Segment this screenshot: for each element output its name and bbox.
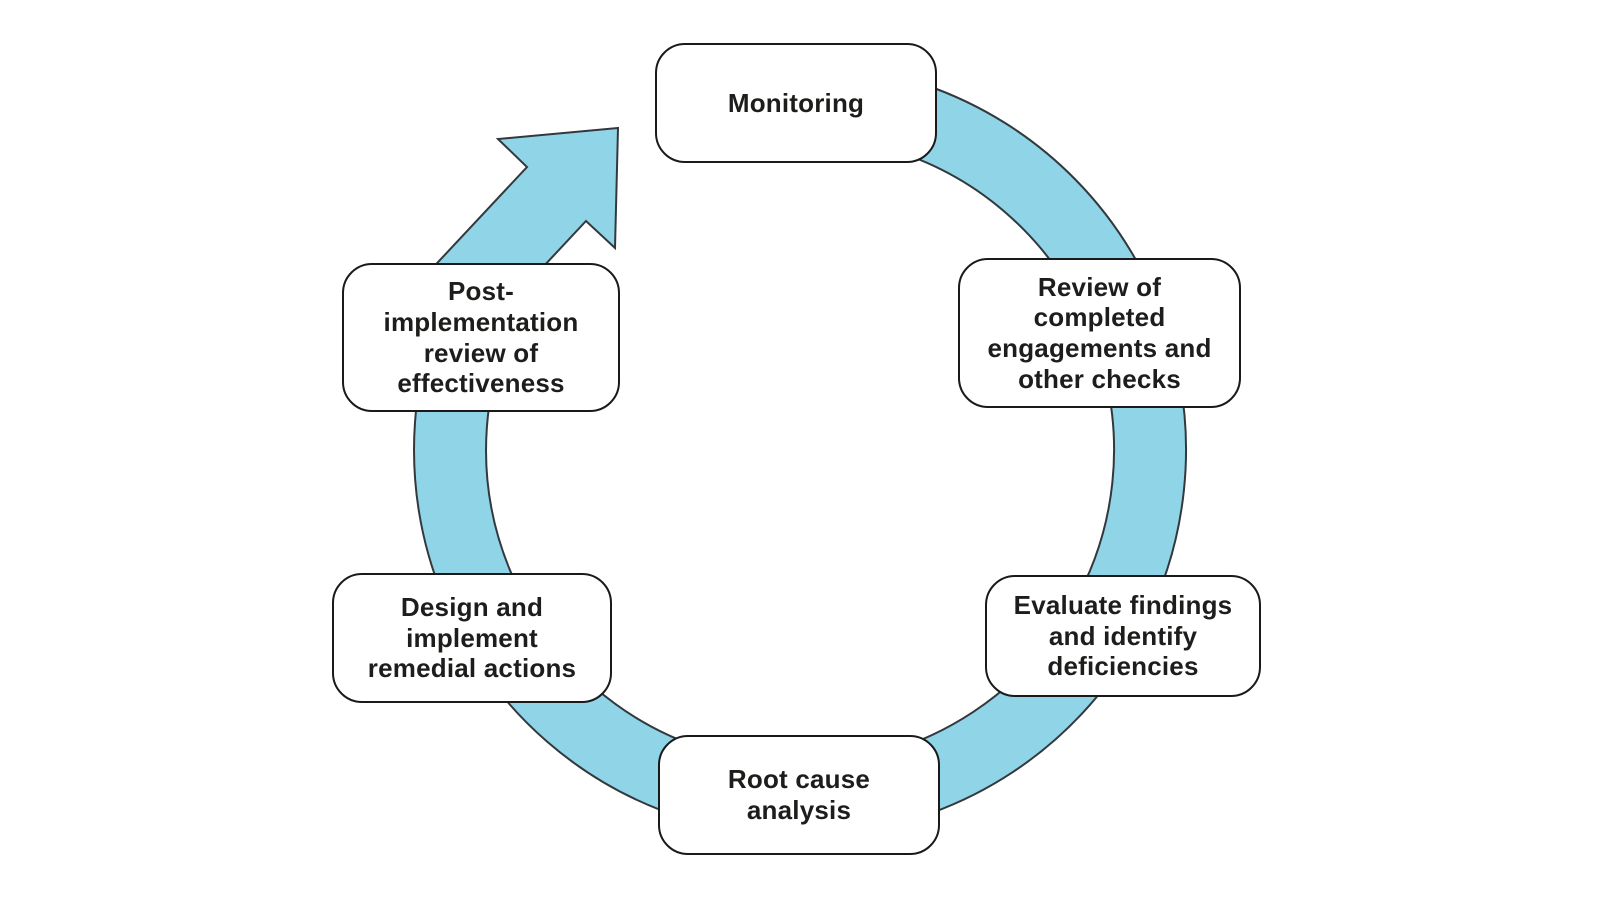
node-post-implementation-review: Post- implementation review of effective… <box>342 263 620 412</box>
node-root-cause-label: Root cause analysis <box>727 764 871 825</box>
node-review-label: Review of completed engagements and othe… <box>987 271 1212 394</box>
node-root-cause-analysis: Root cause analysis <box>658 735 940 855</box>
node-monitoring-label: Monitoring <box>727 87 865 118</box>
node-evaluate-findings: Evaluate findings and identify deficienc… <box>985 575 1261 697</box>
node-monitoring: Monitoring <box>655 43 937 163</box>
node-review-of-completed-engagements: Review of completed engagements and othe… <box>958 258 1241 408</box>
node-design-remedial-actions: Design and implement remedial actions <box>332 573 612 703</box>
node-post-implementation-label: Post- implementation review of effective… <box>383 276 579 399</box>
node-design-label: Design and implement remedial actions <box>367 591 577 684</box>
node-evaluate-label: Evaluate findings and identify deficienc… <box>1013 589 1233 682</box>
